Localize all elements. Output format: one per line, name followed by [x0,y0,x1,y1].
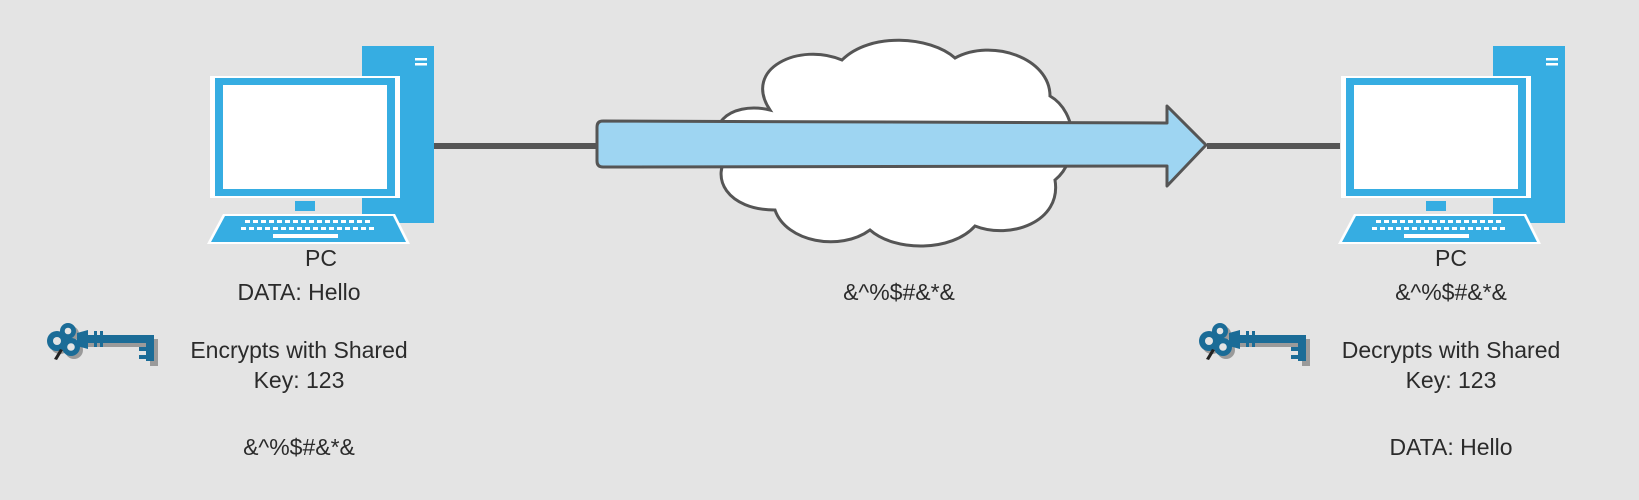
receiver-action-line1: Decrypts with Shared [1341,337,1561,363]
receiver-action-line2: Key: 123 [1405,367,1497,393]
sender-pc-label: PC [305,245,337,271]
receiver-pc-label: PC [1435,245,1467,271]
sender-key-icon [47,323,158,366]
sender-data-label: DATA: Hello [237,279,361,305]
receiver-key-icon [1199,323,1310,366]
sender-pc-icon [207,46,434,244]
sender-action-line1: Encrypts with Shared [190,337,408,363]
sender-result: &^%$#&*& [243,434,355,460]
network-transit-data: &^%$#&*& [843,279,955,305]
transfer-arrow [595,104,1208,188]
receiver-pc-icon [1338,46,1565,244]
receiver-received-data: &^%$#&*& [1395,279,1507,305]
sender-action-line2: Key: 123 [253,367,345,393]
receiver-result: DATA: Hello [1389,434,1513,460]
